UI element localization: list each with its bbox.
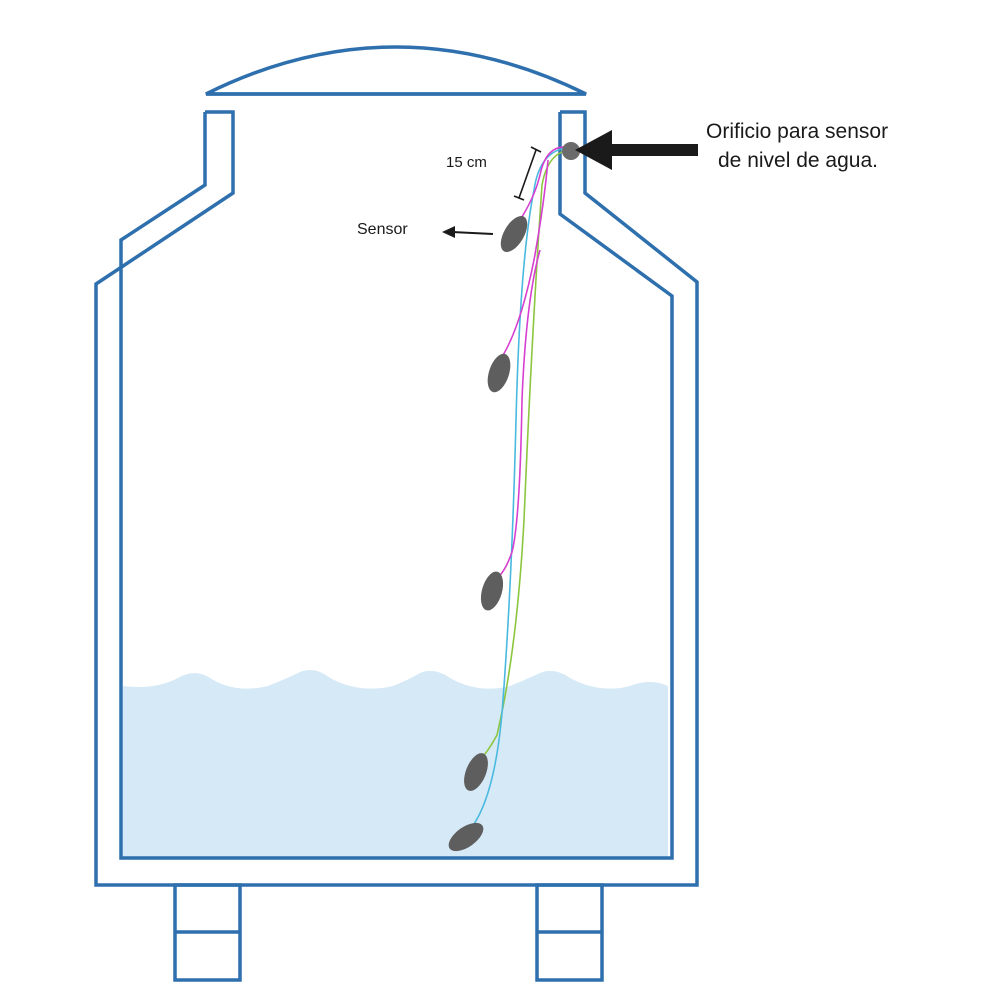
wire-magenta [493,146,567,581]
arrow-left-icon [442,226,494,238]
sensor-label: Sensor [357,221,408,238]
float-sensors [448,215,528,852]
wire-cyan [467,147,569,833]
dimension-bracket-icon [513,146,542,201]
distance-label: 15 cm [446,154,487,171]
float-sensor-2 [487,353,511,393]
hole-label-line-2: de nivel de agua. [718,149,878,172]
sensor-hole [562,142,580,160]
float-sensor-5 [448,822,484,852]
tank-lid [205,45,587,96]
sensor-wires [467,146,571,833]
tank-inner-wall [119,112,674,860]
arrow-left-thick-icon [575,130,698,170]
wire-green [477,149,571,763]
float-sensor-4 [464,753,488,791]
hole-label-line-1: Orificio para sensor [706,120,888,143]
float-sensor-1 [500,215,528,253]
water-body [123,670,668,857]
float-sensor-3 [480,571,504,611]
